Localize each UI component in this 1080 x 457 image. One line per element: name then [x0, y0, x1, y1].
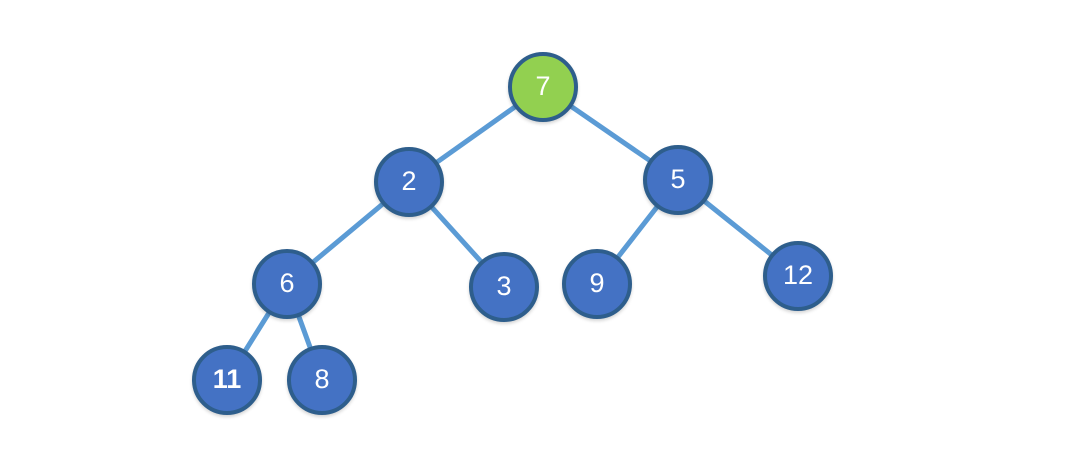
tree-node-8[interactable]: 8: [287, 345, 357, 415]
tree-node-label: 11: [212, 363, 242, 394]
tree-node-12[interactable]: 12: [763, 241, 833, 311]
tree-node-2[interactable]: 2: [374, 147, 444, 217]
tree-node-label: 12: [782, 259, 814, 290]
tree-node-label: 8: [314, 363, 330, 394]
tree-node-label: 6: [279, 267, 295, 298]
tree-node-3[interactable]: 3: [469, 252, 539, 322]
tree-node-5[interactable]: 5: [643, 145, 713, 215]
tree-node-label: 3: [496, 270, 512, 301]
tree-node-label: 2: [401, 165, 417, 196]
tree-node-label: 5: [670, 163, 686, 194]
tree-node-7[interactable]: 7: [508, 52, 578, 122]
tree-node-9[interactable]: 9: [562, 249, 632, 319]
tree-node-11[interactable]: 11: [192, 345, 262, 415]
tree-node-6[interactable]: 6: [252, 249, 322, 319]
tree-node-label: 7: [535, 70, 551, 101]
tree-node-label: 9: [589, 267, 605, 298]
